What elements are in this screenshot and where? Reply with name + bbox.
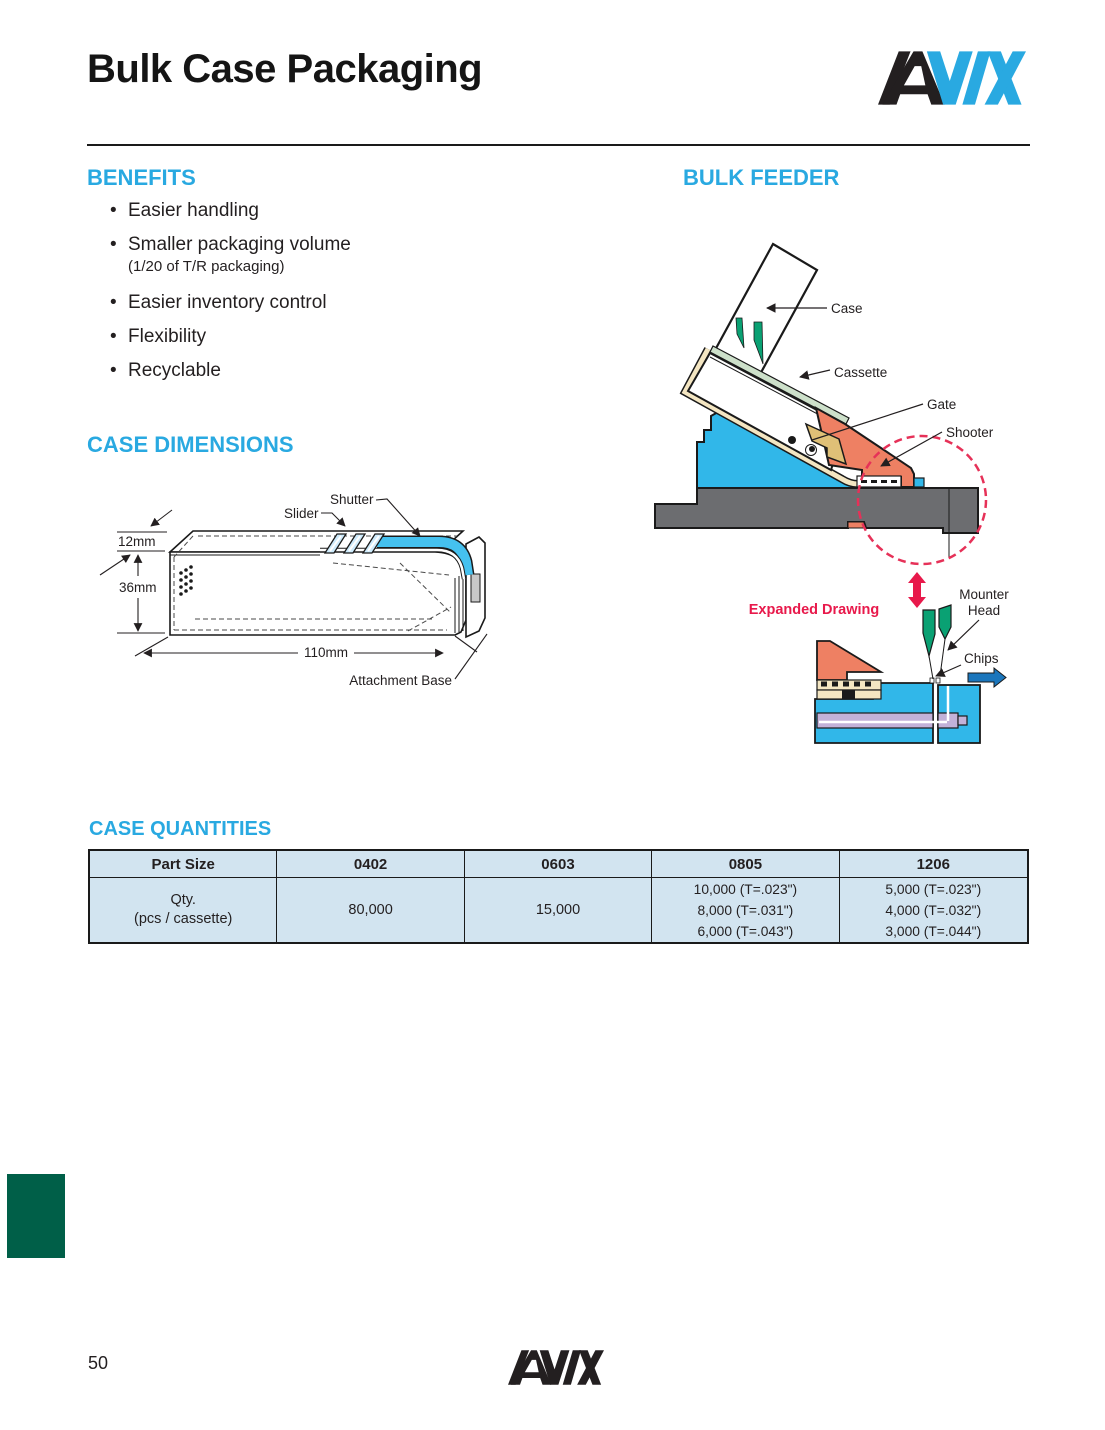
feeder-base-shape (654, 487, 979, 558)
col-header-0805: 0805 (652, 851, 840, 878)
page-number: 50 (88, 1353, 109, 1373)
feeder-cassette-shape (686, 345, 850, 472)
cassette-label: Cassette (834, 365, 887, 380)
case-slider-shape (323, 533, 386, 554)
attachment-base-label: Attachment Base (349, 673, 452, 688)
shooter-label: Shooter (946, 425, 994, 440)
case-quantities-heading: CASE QUANTITIES (89, 818, 272, 840)
bullet-icon: • (110, 326, 117, 347)
case-dimensions-heading: CASE DIMENSIONS (87, 432, 294, 457)
expanded-drawing-label: Expanded Drawing (749, 602, 880, 618)
avx-logo-footer-icon (508, 1350, 604, 1385)
benefit-item: • Recyclable (110, 360, 221, 381)
bulk-feeder-heading: BULK FEEDER (683, 165, 840, 190)
feeder-labels (766, 303, 980, 677)
case-quantities-table: Part Size 0402 0603 0805 1206 Qty. (pcs … (88, 849, 1029, 944)
case-dimensions-diagram: Shutter Slider 12mm 36mm 110mm Attachmen… (99, 492, 488, 688)
chip-flow-arrow-icon (967, 666, 1007, 689)
mounter-head-shape (922, 604, 952, 680)
page-title: Bulk Case Packaging (87, 47, 483, 91)
expand-arrow-icon (908, 572, 926, 608)
shutter-label: Shutter (330, 492, 374, 507)
case-shutter-band (320, 535, 475, 580)
dimension-lines (99, 498, 488, 680)
row-label-cell: Qty. (pcs / cassette) (90, 878, 278, 942)
qty-cell-1206: 5,000 (T=.023") 4,000 (T=.032") 3,000 (T… (885, 881, 982, 939)
col-header-1206: 1206 (839, 851, 1027, 878)
avx-logo-icon (878, 51, 1026, 105)
bullet-icon: • (110, 360, 117, 381)
bullet-icon: • (110, 292, 117, 313)
bullet-icon: • (110, 200, 117, 221)
case-label: Case (831, 301, 863, 316)
benefit-item-note: (1/20 of T/R packaging) (128, 258, 285, 275)
benefit-item: • Easier handling (110, 200, 259, 221)
benefit-item: • Easier inventory control (110, 292, 327, 313)
feeder-gate-shape (788, 422, 848, 466)
chips-label: Chips (964, 651, 999, 666)
benefits-heading: BENEFITS (87, 165, 196, 190)
mounter-head-label-line2: Head (968, 603, 1000, 618)
col-header-0603: 0603 (464, 851, 653, 878)
header-rule (87, 144, 1030, 146)
benefit-item: • Flexibility (110, 326, 207, 347)
case-hidden-lines (173, 535, 457, 632)
qty-cell-0603: 15,000 (465, 878, 653, 942)
avx-logo-black-part (878, 51, 945, 105)
feeder-chip-track (856, 475, 925, 488)
expanded-drawing-shapes (814, 640, 981, 744)
dim-36mm-label: 36mm (119, 580, 157, 595)
case-vent-dots (179, 565, 193, 596)
col-header-part-size: Part Size (90, 851, 278, 878)
benefit-item: • Smaller packaging volume (110, 234, 351, 255)
bullet-icon: • (110, 234, 117, 255)
section-edge-tab (7, 1174, 65, 1258)
dim-12mm-label: 12mm (118, 534, 156, 549)
slider-label: Slider (284, 506, 319, 521)
mounter-head-label-line1: Mounter (959, 587, 1009, 602)
dim-110mm-label: 110mm (304, 645, 348, 660)
bulk-feeder-diagram: Case Cassette Gate Shooter Expanded Draw… (654, 242, 1009, 744)
avx-logo-cyan-part (926, 51, 1026, 105)
col-header-0402: 0402 (277, 851, 465, 878)
detail-circle (856, 434, 988, 566)
qty-cell-0402: 80,000 (277, 878, 465, 942)
qty-cell-0805: 10,000 (T=.023") 8,000 (T=.031") 6,000 (… (652, 878, 840, 942)
gate-label: Gate (927, 397, 956, 412)
